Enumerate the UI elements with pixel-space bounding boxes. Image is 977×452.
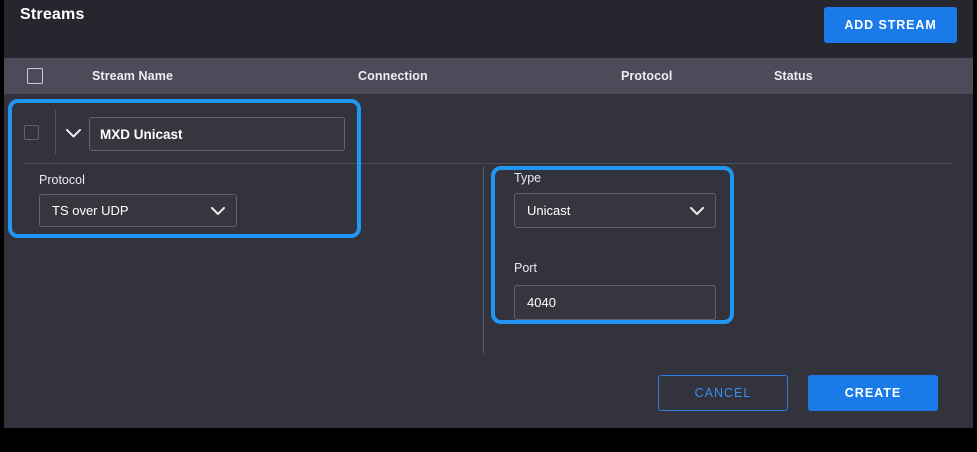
row-divider <box>55 110 56 154</box>
column-header-protocol[interactable]: Protocol <box>621 69 673 83</box>
type-label: Type <box>514 171 542 185</box>
port-input[interactable] <box>514 285 716 320</box>
select-all-checkbox[interactable] <box>27 68 43 84</box>
stream-row-checkbox[interactable] <box>24 125 39 140</box>
type-selected-value: Unicast <box>527 203 571 218</box>
section-divider-vertical <box>483 166 484 353</box>
column-header-stream-name[interactable]: Stream Name <box>92 69 174 83</box>
table-header-row: Stream Name Connection Protocol Status <box>4 58 973 94</box>
create-button[interactable]: CREATE <box>808 375 938 411</box>
chevron-down-icon <box>65 128 81 137</box>
protocol-select[interactable]: TS over UDP <box>39 194 237 227</box>
page-header: Streams ADD STREAM <box>4 0 973 58</box>
chevron-down-icon <box>211 206 236 215</box>
column-header-status[interactable]: Status <box>774 69 813 83</box>
stream-name-input[interactable] <box>89 117 345 151</box>
add-stream-button[interactable]: ADD STREAM <box>824 7 957 43</box>
port-label: Port <box>514 261 537 275</box>
page-title: Streams <box>20 6 85 23</box>
column-header-connection[interactable]: Connection <box>358 69 428 83</box>
section-divider-horizontal <box>24 163 952 164</box>
protocol-selected-value: TS over UDP <box>52 203 129 218</box>
chevron-down-icon <box>690 206 715 215</box>
protocol-label: Protocol <box>39 173 85 187</box>
type-select[interactable]: Unicast <box>514 193 716 228</box>
cancel-button[interactable]: CANCEL <box>658 375 788 411</box>
expand-collapse-button[interactable] <box>58 118 88 148</box>
